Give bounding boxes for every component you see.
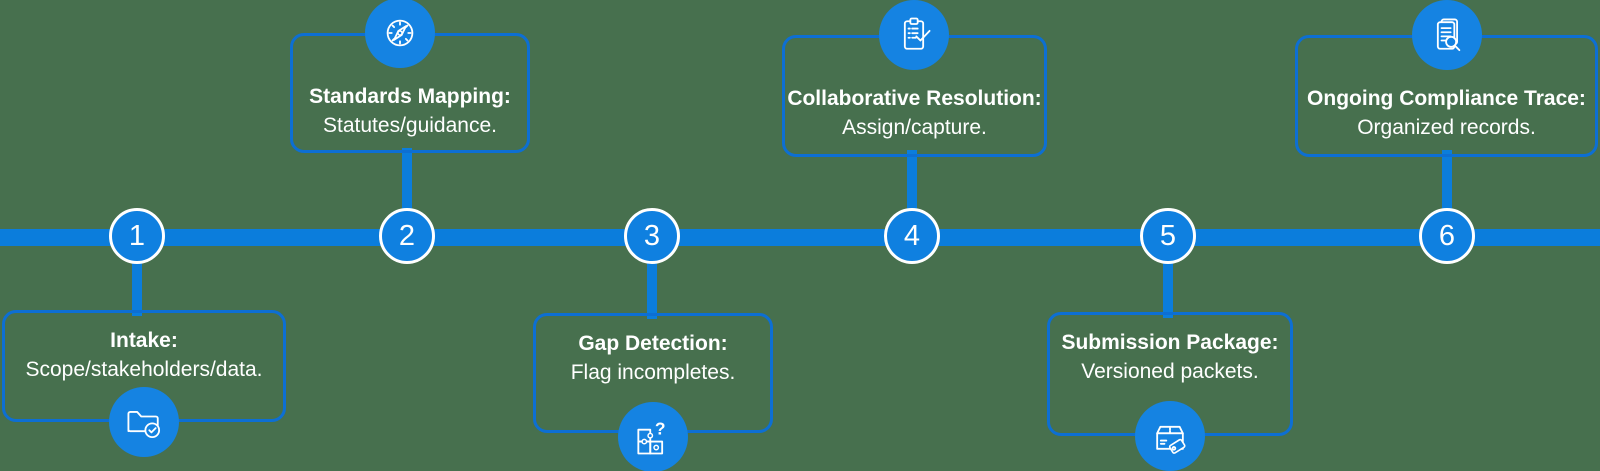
step-number-6-label: 6 xyxy=(1438,219,1456,252)
connector-step-3 xyxy=(647,238,657,319)
step-number-1-label: 1 xyxy=(128,219,146,252)
connector-step-6 xyxy=(1442,150,1452,234)
step-description: Assign/capture. xyxy=(842,116,987,139)
step-title: Standards Mapping: xyxy=(309,85,511,108)
step-title: Collaborative Resolution: xyxy=(787,87,1042,110)
step-title: Gap Detection: xyxy=(578,332,728,355)
svg-text:?: ? xyxy=(655,418,666,438)
step-description: Organized records. xyxy=(1357,116,1536,139)
step-number-4: 4 xyxy=(884,208,940,264)
connector-step-5 xyxy=(1163,238,1173,318)
step-title: Submission Package: xyxy=(1061,331,1279,354)
document-search-icon xyxy=(1412,0,1482,70)
package-tag-icon xyxy=(1135,401,1205,471)
connector-step-2 xyxy=(402,148,412,234)
step-number-3: 3 xyxy=(624,208,680,264)
folder-check-icon xyxy=(109,387,179,457)
step-description: Scope/stakeholders/data. xyxy=(25,358,263,381)
connector-step-4 xyxy=(907,150,917,234)
step-number-6: 6 xyxy=(1419,208,1475,264)
step-number-3-label: 3 xyxy=(643,219,661,252)
clipboard-check-icon xyxy=(879,0,949,70)
step-card-intake: Intake: Scope/stakeholders/data. xyxy=(2,310,286,422)
step-title: Intake: xyxy=(110,329,178,352)
step-number-4-label: 4 xyxy=(903,219,921,252)
puzzle-question-icon: ? xyxy=(618,402,688,471)
step-description: Versioned packets. xyxy=(1081,360,1259,383)
step-title: Ongoing Compliance Trace: xyxy=(1307,87,1586,110)
step-number-1: 1 xyxy=(109,208,165,264)
step-card-ongoing-compliance-trace: Ongoing Compliance Trace: Organized reco… xyxy=(1295,35,1598,157)
step-description: Flag incompletes. xyxy=(570,361,736,384)
timeline-bar xyxy=(0,229,1600,246)
step-number-5: 5 xyxy=(1140,208,1196,264)
step-description: Statutes/guidance. xyxy=(323,114,497,137)
step-number-5-label: 5 xyxy=(1159,219,1177,252)
step-number-2-label: 2 xyxy=(398,219,416,252)
step-number-2: 2 xyxy=(379,208,435,264)
compass-icon xyxy=(365,0,435,68)
connector-step-1 xyxy=(132,238,142,316)
